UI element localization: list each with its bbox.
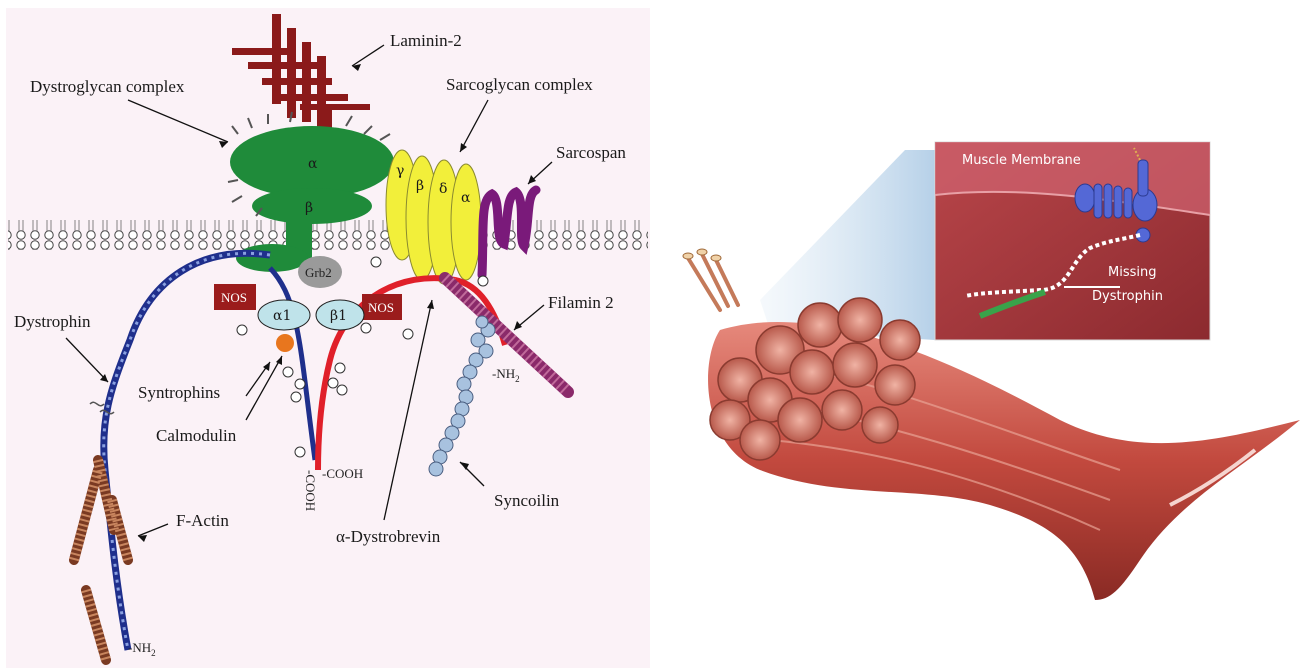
nos-left-label: NOS bbox=[221, 290, 247, 305]
inset-label-membrane: Muscle Membrane bbox=[962, 153, 1081, 168]
membrane-bilayer bbox=[8, 220, 648, 250]
label-filamin-2: Filamin 2 bbox=[548, 293, 614, 312]
syntrophin-beta1-label: β1 bbox=[330, 308, 347, 324]
label-syncoilin: Syncoilin bbox=[494, 491, 560, 510]
dgc-diagram: α β Grb2 γ β δ α NOS NOS bbox=[6, 8, 650, 668]
label-sarcoglycan-complex: Sarcoglycan complex bbox=[446, 75, 593, 94]
grb2-label: Grb2 bbox=[305, 265, 332, 280]
dystrophin-cooh: -COOH bbox=[303, 470, 318, 511]
protruding-fibers bbox=[688, 254, 738, 310]
syntrophin-alpha1-label: α1 bbox=[273, 308, 291, 324]
label-alpha-dystrobrevin: α-Dystrobrevin bbox=[336, 527, 441, 546]
inset-label-missing: Missing bbox=[1108, 265, 1156, 280]
muscle-illustration: Muscle Membrane Missing Dystrophin bbox=[683, 142, 1300, 600]
dystrobrevin-cooh: -COOH bbox=[322, 466, 363, 481]
label-f-actin: F-Actin bbox=[176, 511, 229, 530]
sg-gamma-label: γ bbox=[396, 163, 404, 179]
dg-alpha-label: α bbox=[308, 156, 318, 172]
sg-beta-label: β bbox=[416, 178, 424, 194]
nos-right-label: NOS bbox=[368, 300, 394, 315]
sg-alpha-label: α bbox=[461, 190, 471, 206]
dg-beta-label: β bbox=[305, 200, 313, 216]
label-laminin-2: Laminin-2 bbox=[390, 31, 462, 50]
membrane-inset: Muscle Membrane Missing Dystrophin bbox=[935, 142, 1210, 340]
label-calmodulin: Calmodulin bbox=[156, 426, 237, 445]
label-sarcospan: Sarcospan bbox=[556, 143, 626, 162]
label-syntrophins: Syntrophins bbox=[138, 383, 220, 402]
calmodulin bbox=[276, 334, 294, 352]
sg-delta-label: δ bbox=[439, 181, 447, 197]
label-dystrophin: Dystrophin bbox=[14, 312, 91, 331]
inset-label-dystrophin: Dystrophin bbox=[1092, 289, 1163, 304]
label-dystroglycan-complex: Dystroglycan complex bbox=[30, 77, 185, 96]
